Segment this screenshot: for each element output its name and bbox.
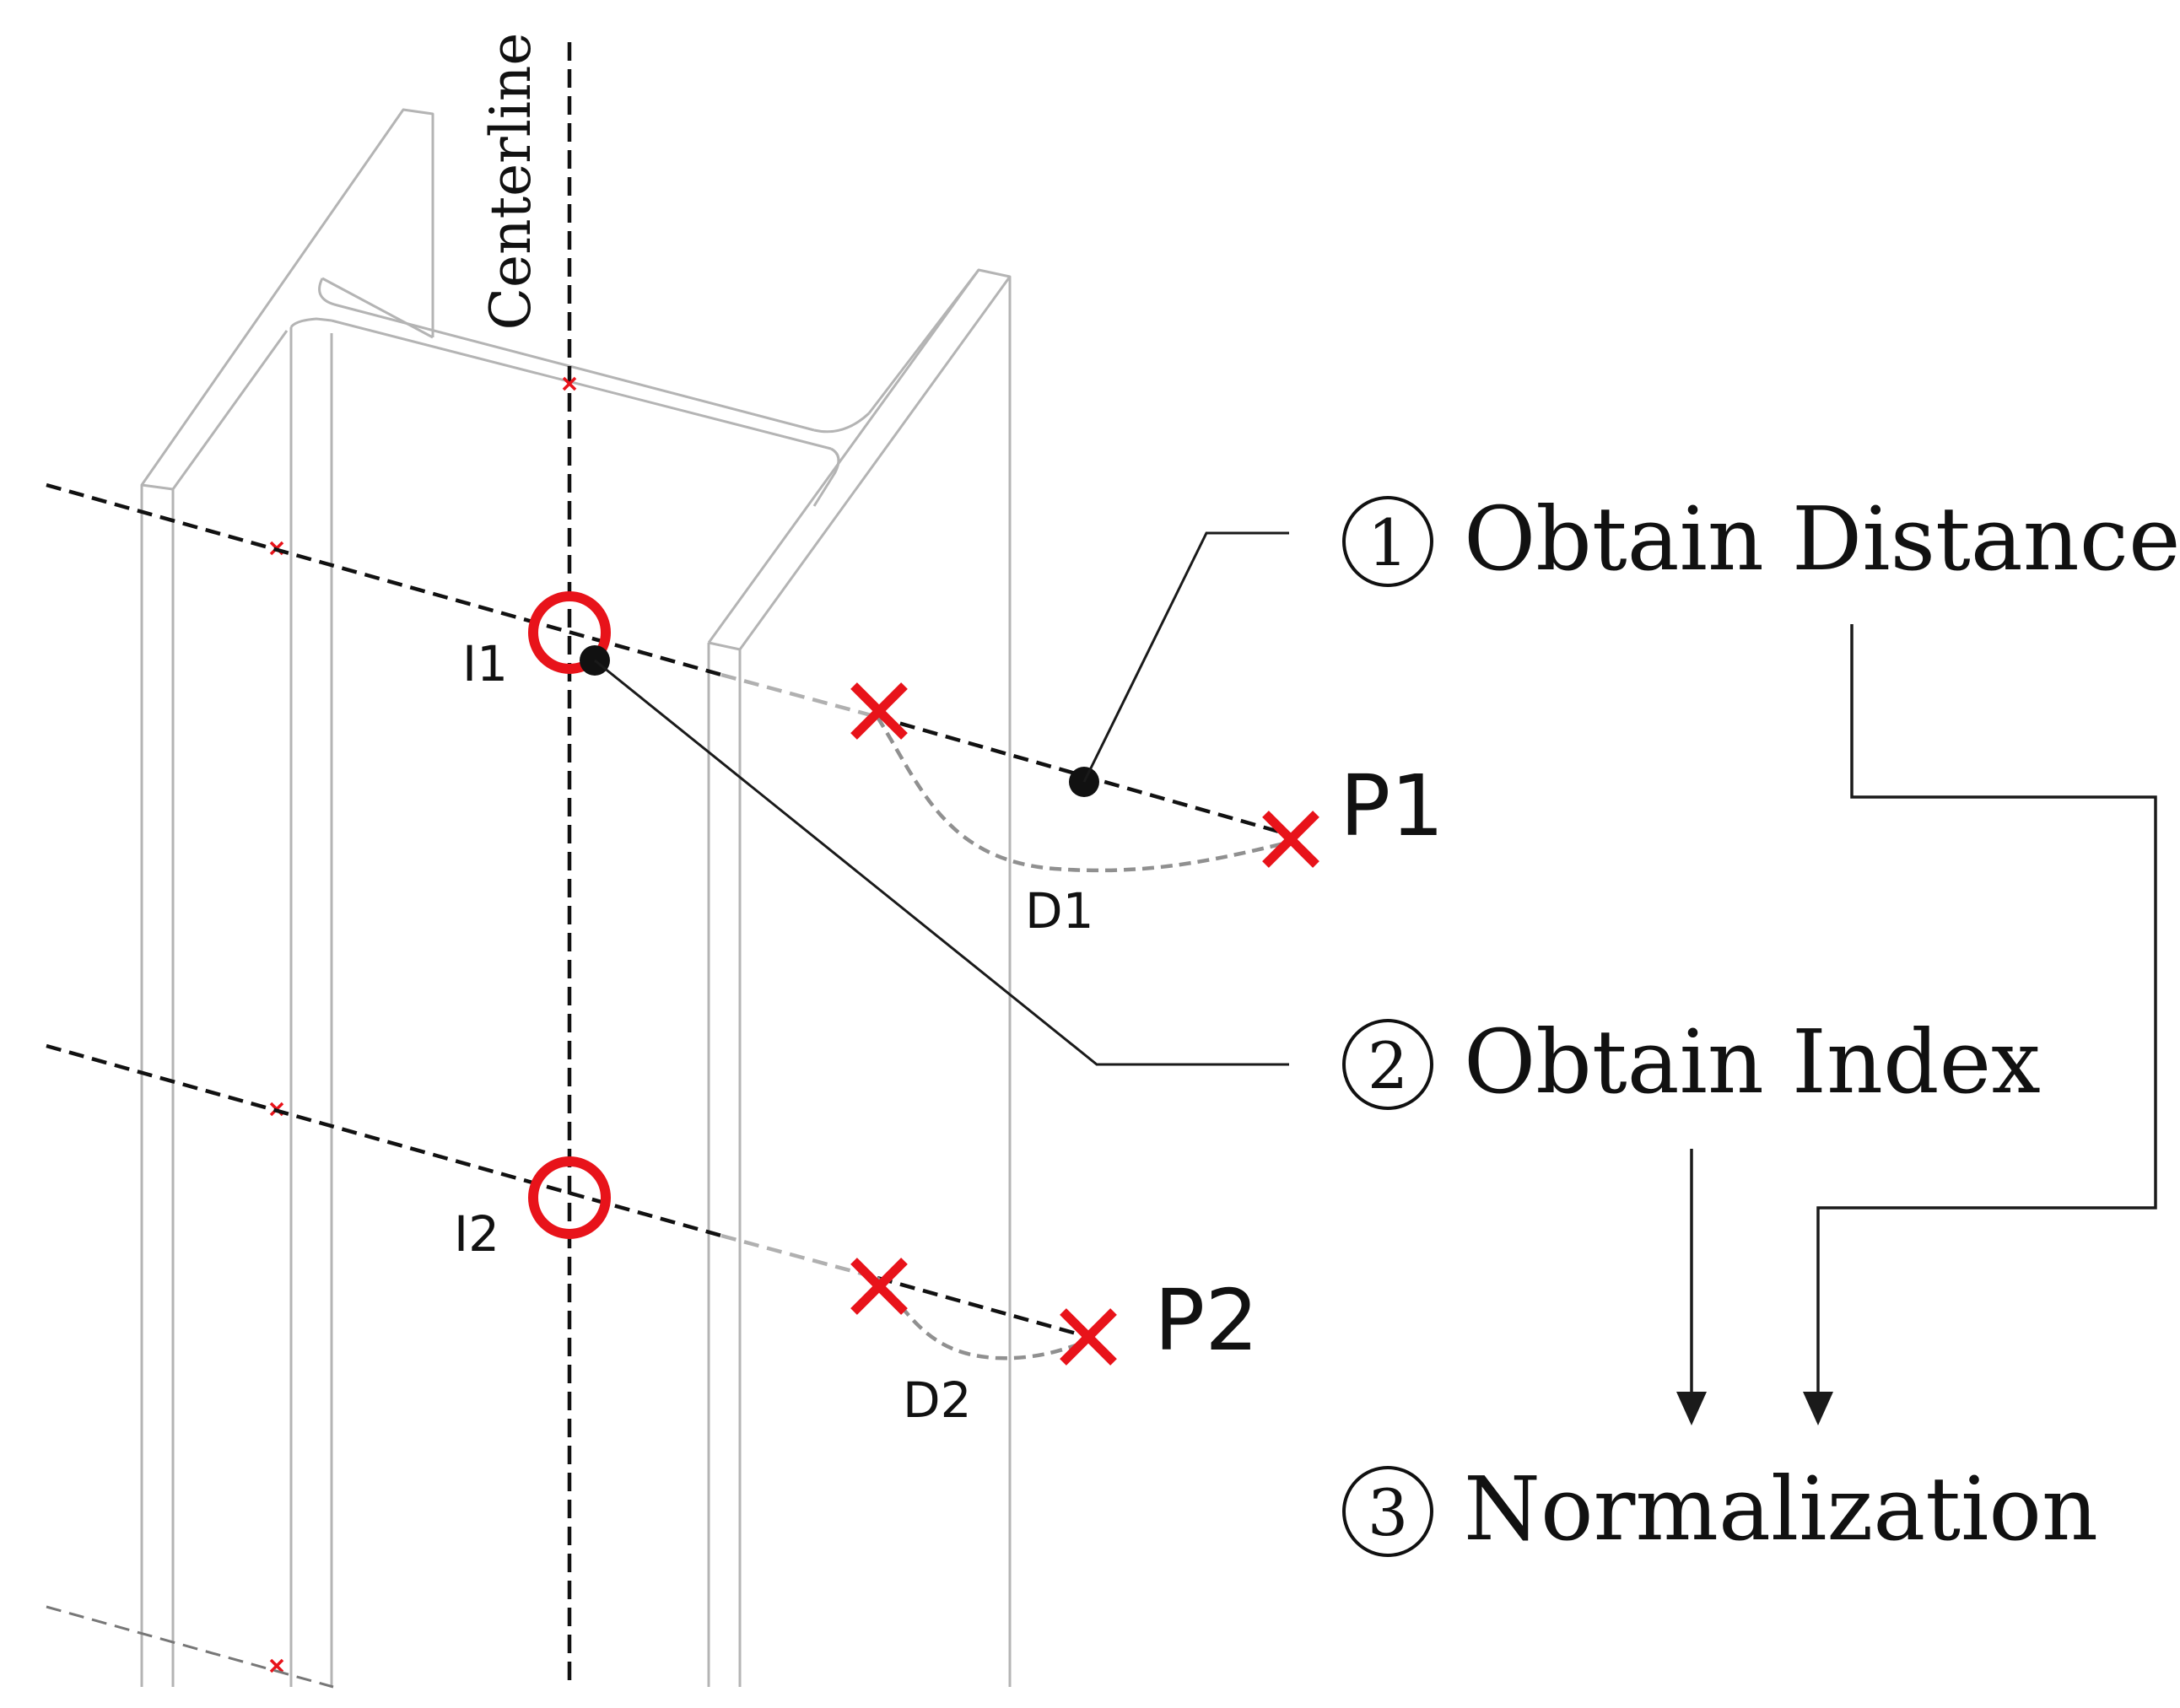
point-label-2: P2 bbox=[1154, 1271, 1259, 1370]
step-normalization: 3 Normalization bbox=[1342, 1457, 2098, 1560]
arrowhead-distance bbox=[1803, 1392, 1833, 1425]
step-label-3: Normalization bbox=[1464, 1457, 2098, 1560]
circled-number-icon bbox=[1342, 496, 1433, 587]
step-label-2: Obtain Index bbox=[1464, 1010, 2041, 1113]
point-marker-1 bbox=[1262, 811, 1319, 868]
point-label-1: P1 bbox=[1340, 757, 1444, 855]
scan-line-2 bbox=[46, 1043, 1089, 1339]
centerline-label: Centerline bbox=[478, 33, 543, 331]
flow-distance-to-normalization bbox=[1816, 624, 2157, 1396]
h-beam bbox=[140, 108, 1012, 1687]
step-obtain-distance: 1 Obtain Distance bbox=[1342, 488, 2180, 590]
step-obtain-index: 2 Obtain Index bbox=[1342, 1010, 2041, 1113]
index-label-1: I1 bbox=[462, 635, 508, 692]
distance-curve-1 bbox=[876, 715, 1292, 873]
step-number-2: 2 bbox=[1368, 1028, 1408, 1103]
edge-marker-1 bbox=[850, 682, 908, 740]
circled-number-icon bbox=[1342, 1466, 1433, 1557]
leader-obtain-distance bbox=[1082, 531, 1289, 783]
arrowhead-index bbox=[1676, 1392, 1707, 1425]
distance-curve-2 bbox=[876, 1276, 1089, 1360]
scan-line-3 bbox=[46, 1605, 334, 1689]
step-label-1: Obtain Distance bbox=[1464, 488, 2180, 590]
step-number-1: 1 bbox=[1368, 505, 1408, 580]
distance-label-1: D1 bbox=[1025, 882, 1094, 940]
edge-marker-2 bbox=[850, 1258, 908, 1315]
distance-label-2: D2 bbox=[903, 1371, 972, 1429]
scan-line-1 bbox=[46, 482, 1292, 838]
index-ring-2 bbox=[528, 1156, 611, 1239]
index-label-2: I2 bbox=[454, 1205, 499, 1263]
point-marker-2 bbox=[1060, 1308, 1117, 1366]
leader-obtain-index bbox=[594, 659, 1289, 1066]
small-marker-group bbox=[269, 376, 577, 1673]
circled-number-icon bbox=[1342, 1019, 1433, 1110]
step-number-3: 3 bbox=[1368, 1475, 1408, 1550]
index-ring-1 bbox=[528, 591, 611, 674]
